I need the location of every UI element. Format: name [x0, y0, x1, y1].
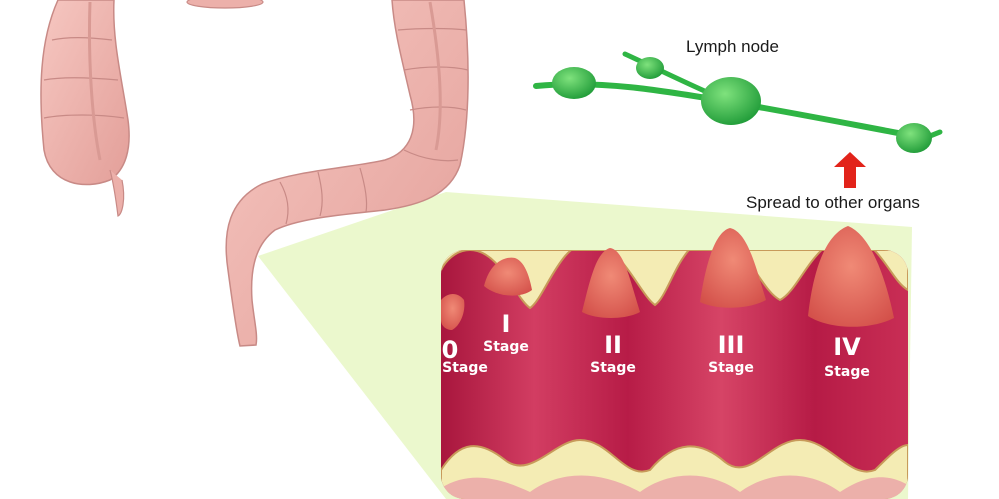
stage-4-numeral: IV [833, 333, 861, 361]
lymph-node-label: Lymph node [686, 37, 779, 56]
lymph-node-large [701, 77, 761, 125]
tumor-stage-0 [441, 294, 465, 330]
stage-2-word: Stage [590, 360, 636, 376]
stage-0-numeral: 0 [442, 336, 459, 364]
stage-1-word: Stage [483, 339, 529, 355]
colon-left-segment [40, 0, 264, 217]
tumor-stage-3 [700, 228, 766, 308]
lymph-node-small-left [552, 67, 596, 99]
lymph-node-small-top [636, 57, 664, 79]
spread-arrow-icon [834, 152, 866, 188]
spread-label: Spread to other organs [746, 193, 920, 212]
colon-right-segment [225, 0, 469, 347]
tumor-stage-2 [582, 248, 640, 318]
stage-4-word: Stage [824, 364, 870, 380]
lymph-node-small-right [896, 123, 932, 153]
lymph-vessel [533, 51, 943, 153]
stage-3-numeral: III [718, 331, 745, 359]
stage-2-numeral: II [604, 331, 622, 359]
stage-3-word: Stage [708, 360, 754, 376]
stage-0-word: Stage [442, 360, 488, 376]
tumor-stage-1 [484, 257, 532, 296]
tumor-stage-4 [808, 226, 894, 327]
stage-1-numeral: I [502, 310, 511, 338]
